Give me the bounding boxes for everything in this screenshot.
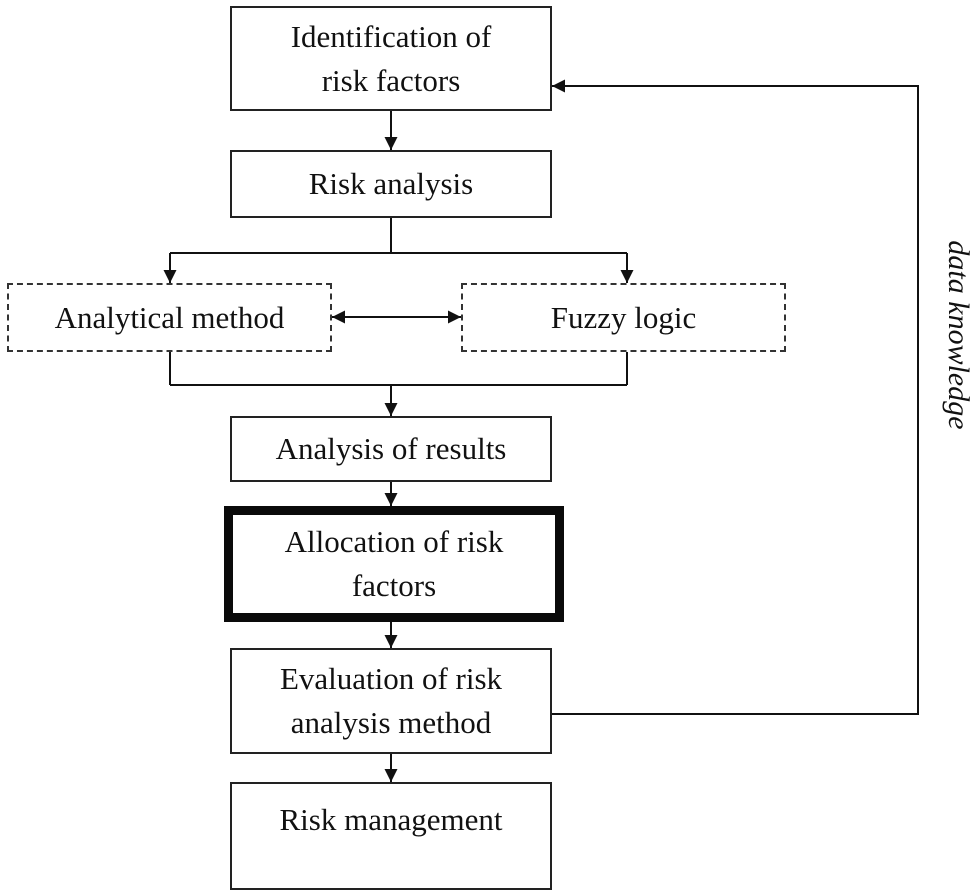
feedback-label-text: data knowledge	[942, 240, 975, 430]
node-fuzzy-logic-label: Fuzzy logic	[550, 299, 697, 335]
feedback-loop-line	[552, 79, 919, 715]
node-analytical-method: Analytical method	[7, 283, 332, 352]
node-identification-line1: Identification of	[290, 18, 492, 54]
node-analytical-method-label: Analytical method	[54, 299, 285, 335]
node-analysis-of-results: Analysis of results	[230, 416, 552, 482]
node-fuzzy-logic: Fuzzy logic	[461, 283, 786, 352]
node-evaluation-of-risk-analysis-method: Evaluation of risk analysis method	[230, 648, 552, 754]
node-identification-line2: risk factors	[321, 62, 461, 98]
node-evaluation-line1: Evaluation of risk	[279, 661, 503, 696]
node-risk-management-label: Risk management	[279, 802, 503, 837]
node-allocation-line2: factors	[351, 568, 437, 603]
node-evaluation-line2: analysis method	[290, 705, 492, 740]
node-allocation-line1: Allocation of risk	[284, 524, 504, 559]
node-risk-analysis: Risk analysis	[230, 150, 552, 218]
node-risk-analysis-label: Risk analysis	[308, 166, 474, 201]
node-allocation-of-risk-factors: Allocation of risk factors	[224, 506, 564, 622]
node-risk-management: Risk management	[230, 782, 552, 890]
node-identification-of-risk-factors: Identification of risk factors	[230, 6, 552, 111]
node-analysis-of-results-label: Analysis of results	[275, 431, 507, 466]
